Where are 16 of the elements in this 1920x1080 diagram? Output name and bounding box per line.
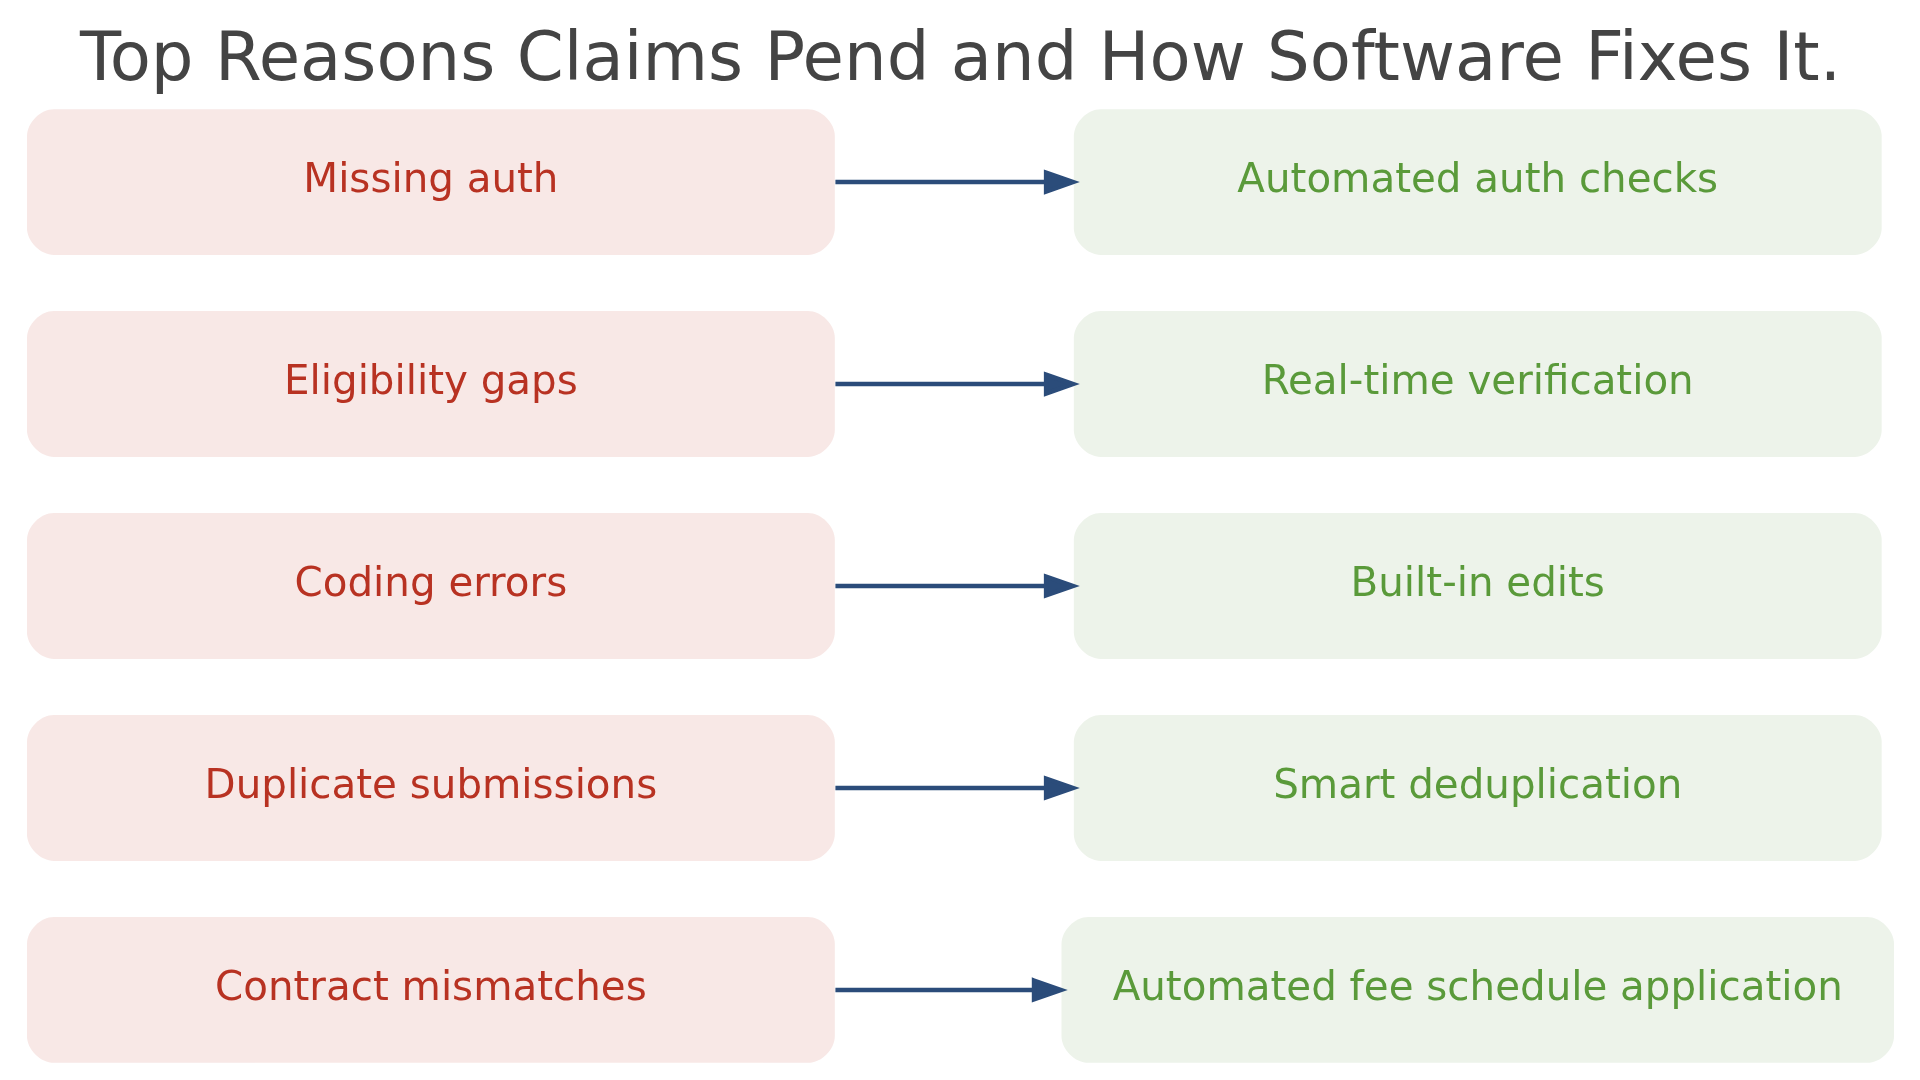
node-box: Coding errors <box>26 513 835 659</box>
node-box: Eligibility gaps <box>26 311 835 457</box>
arrow <box>834 977 1068 1003</box>
node-box: Missing auth <box>26 109 835 255</box>
node-box: Real-time verification <box>1073 311 1882 457</box>
arrow <box>834 775 1080 801</box>
arrow <box>834 371 1080 397</box>
node-box: Duplicate submissions <box>26 715 835 861</box>
node-box: Built-in edits <box>1073 513 1882 659</box>
node-box: Smart deduplication <box>1073 715 1882 861</box>
arrow <box>834 169 1080 195</box>
arrow <box>834 573 1080 599</box>
node-box: Automated fee schedule application <box>1061 917 1894 1063</box>
diagram-title: Top Reasons Claims Pend and How Software Fixes It. <box>79 17 1841 96</box>
node-box: Contract mismatches <box>26 917 835 1063</box>
node-box: Automated auth checks <box>1073 109 1882 255</box>
